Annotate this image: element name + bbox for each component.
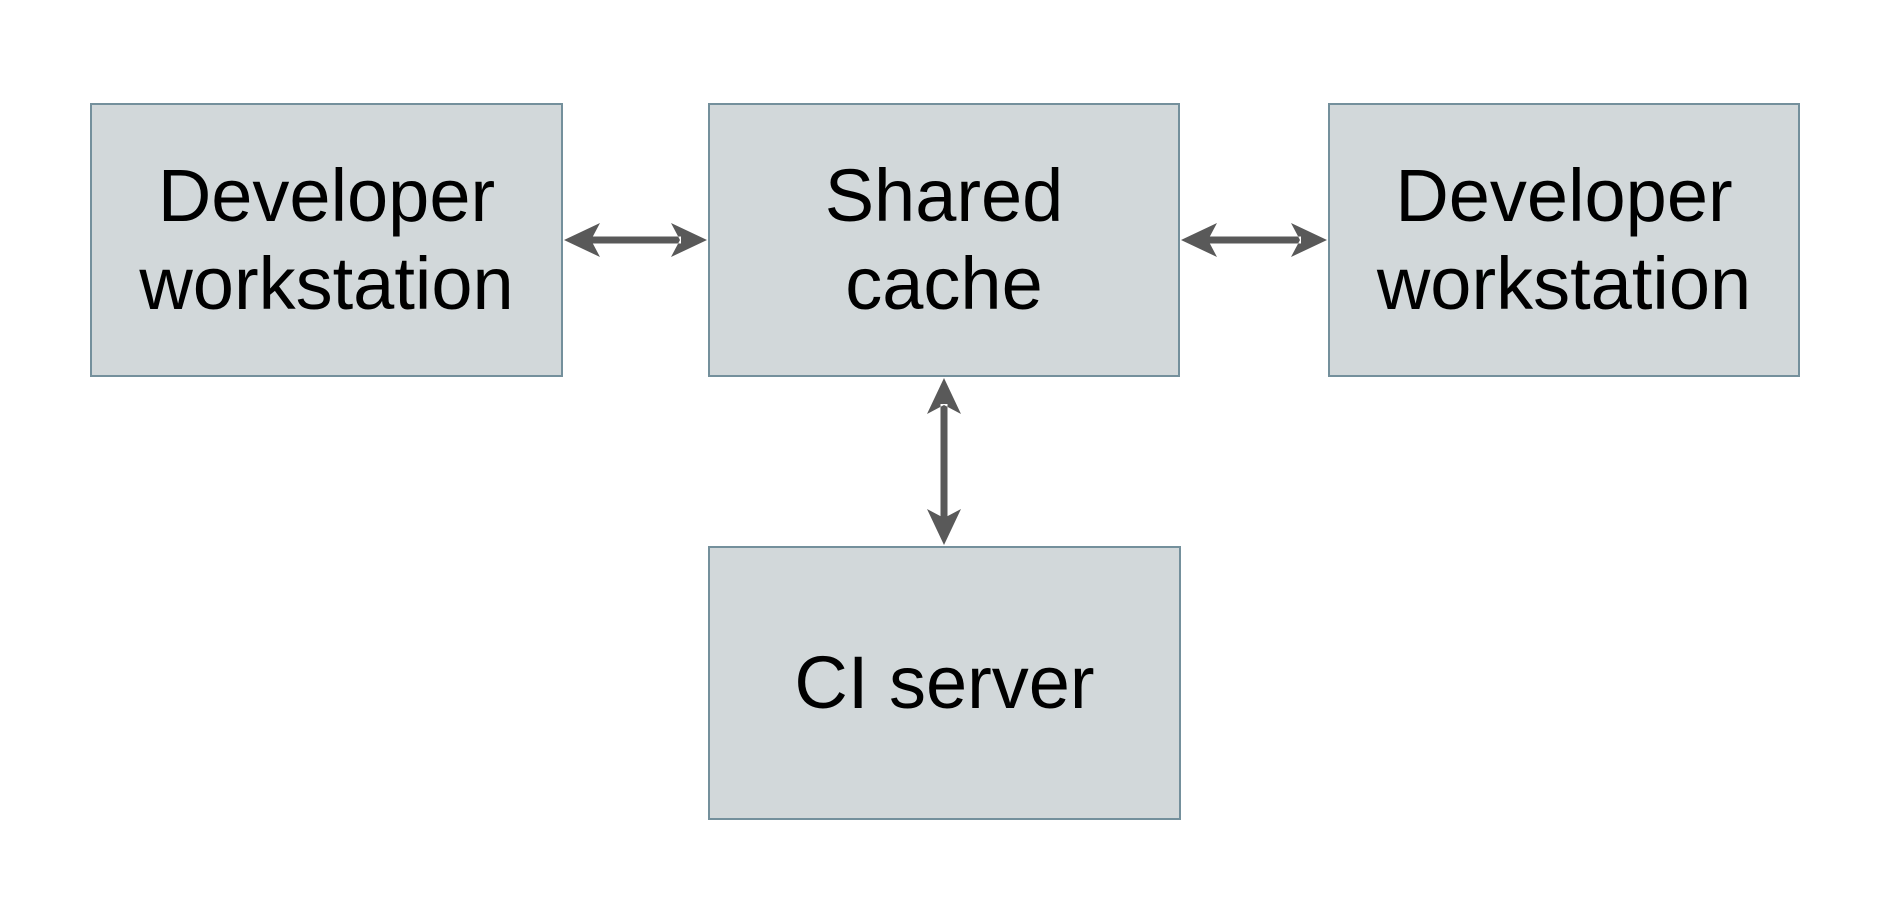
node-shared-cache: Shared cache xyxy=(708,103,1180,377)
node-ci-server: CI server xyxy=(708,546,1181,820)
node-developer-workstation-left-label: Developer workstation xyxy=(139,154,514,325)
node-ci-server-label: CI server xyxy=(794,641,1095,724)
connector-devleft-cache-bidirectional-arrow-icon xyxy=(563,220,708,260)
connector-cache-devright-bidirectional-arrow-icon xyxy=(1180,220,1328,260)
node-shared-cache-label: Shared cache xyxy=(824,154,1064,325)
connector-cache-ciserver-bidirectional-arrow-icon xyxy=(924,377,964,546)
node-developer-workstation-right: Developer workstation xyxy=(1328,103,1800,377)
node-developer-workstation-right-label: Developer workstation xyxy=(1376,154,1752,325)
node-developer-workstation-left: Developer workstation xyxy=(90,103,563,377)
